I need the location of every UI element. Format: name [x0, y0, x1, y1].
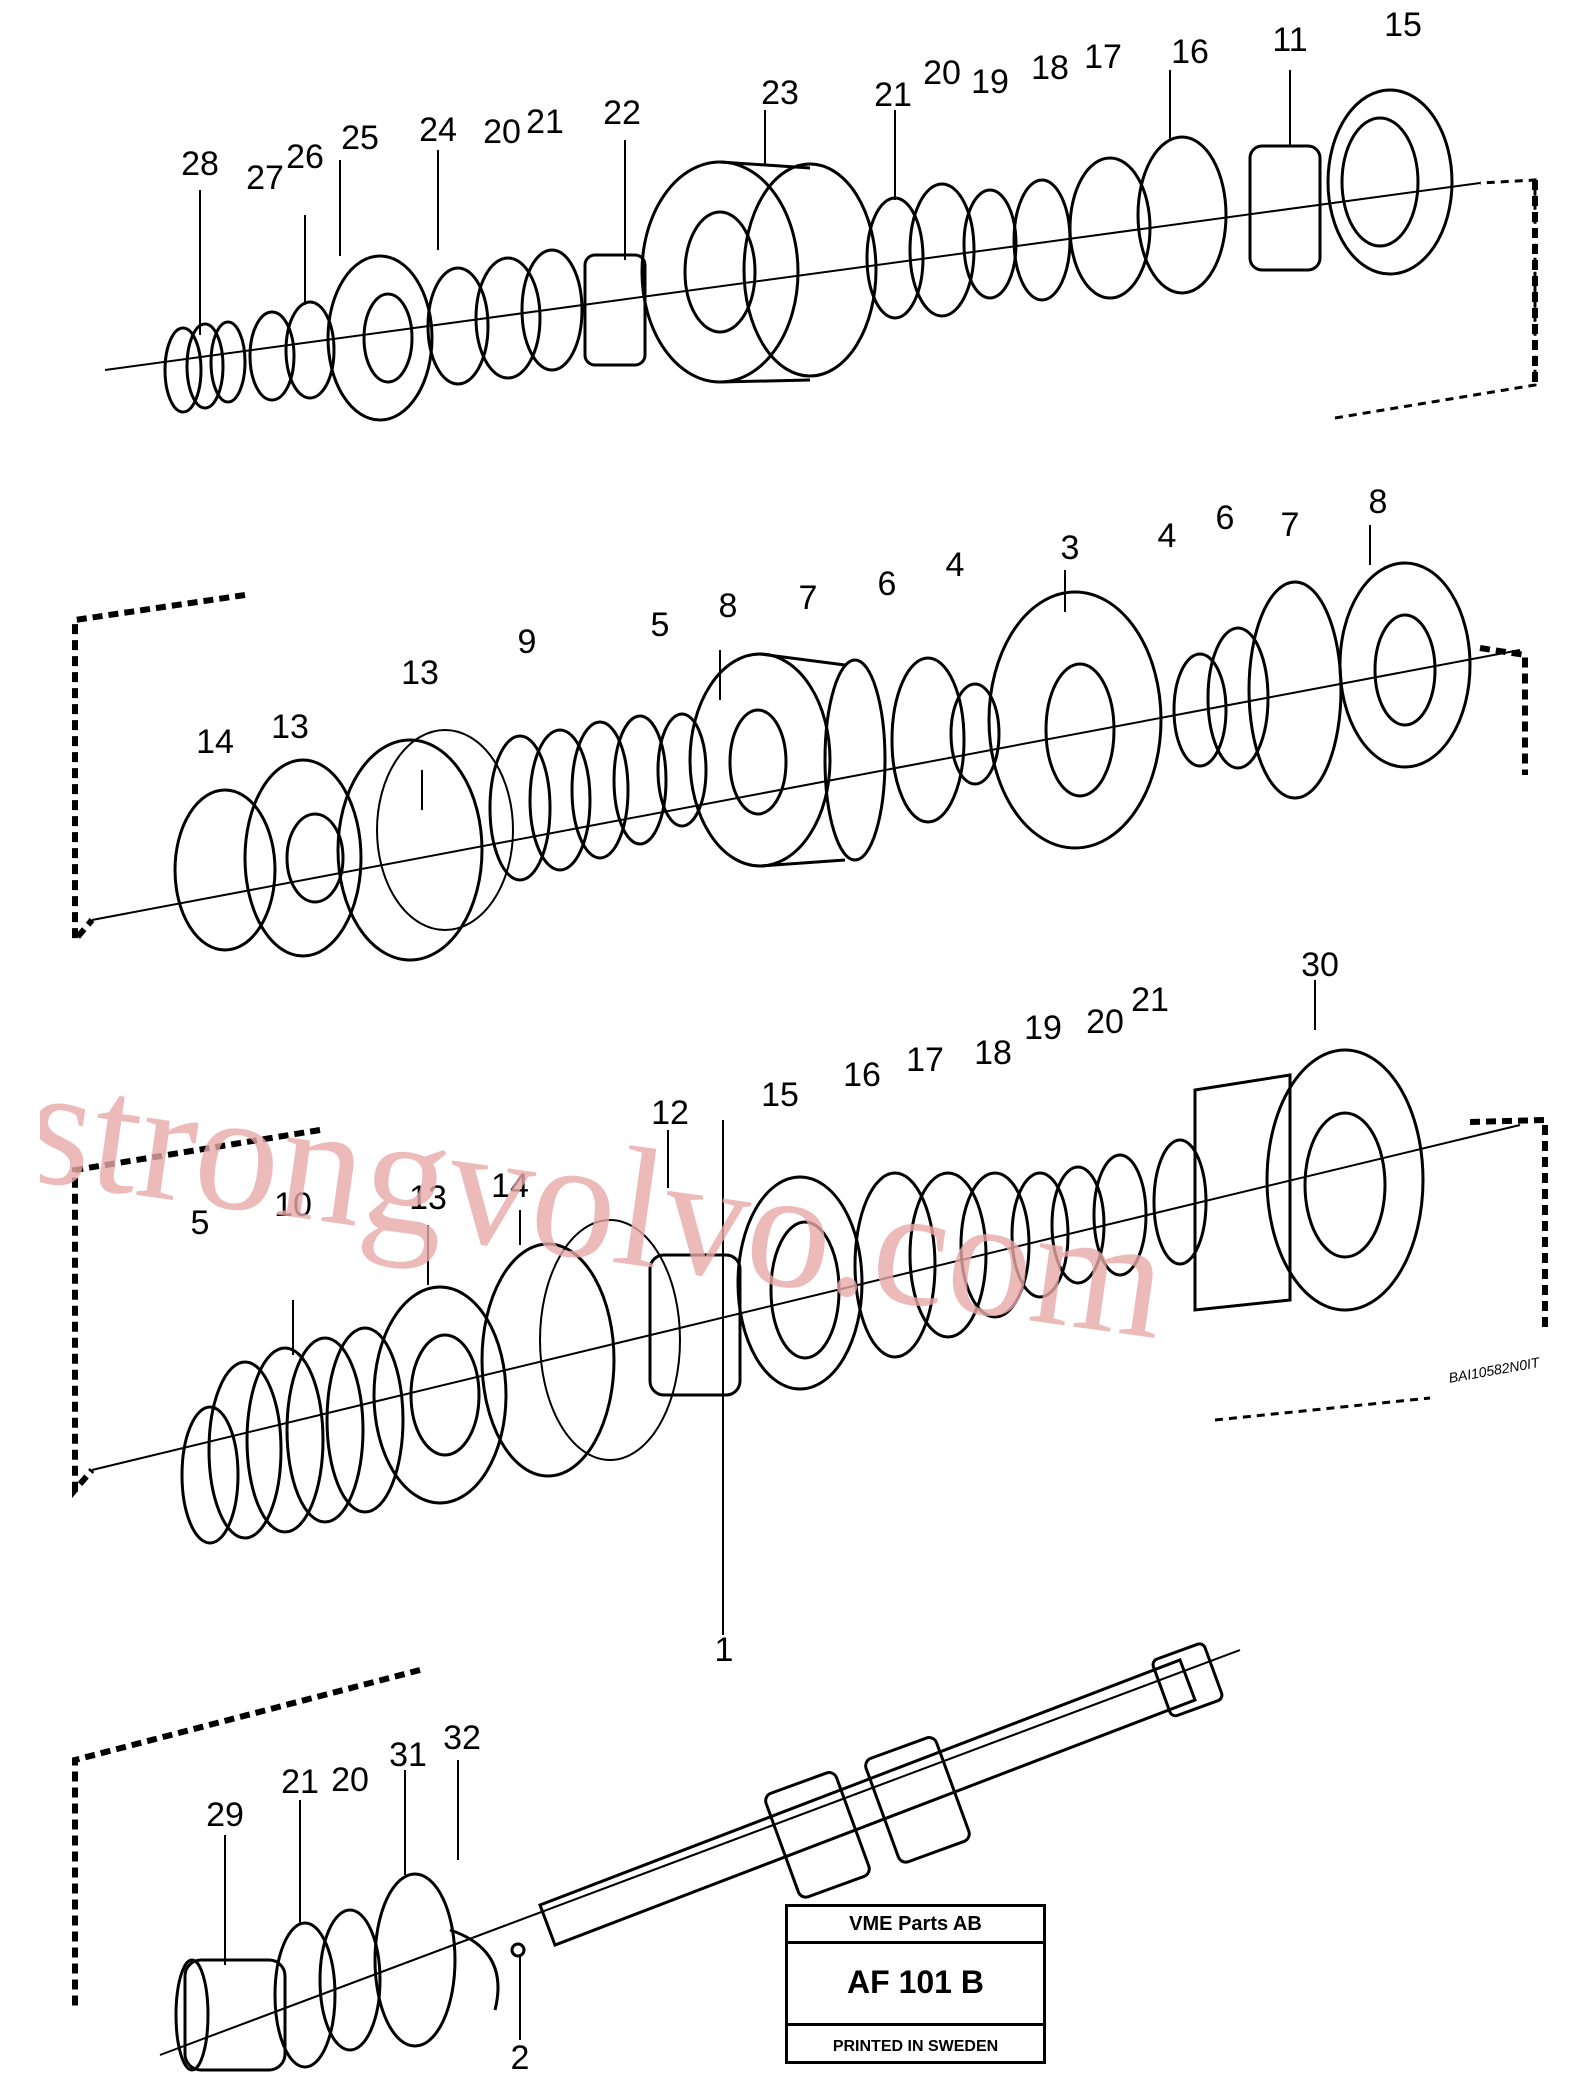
callout-row3-8: 18 [974, 1034, 1012, 1072]
callout-row4-3: 31 [389, 1736, 427, 1774]
callout-row3-0: 5 [190, 1204, 210, 1242]
title-block-company: VME Parts AB [788, 1907, 1043, 1944]
callout-row2-11: 6 [1215, 499, 1235, 537]
callout-row3-12: 30 [1301, 946, 1339, 984]
callout-row4-0: 29 [206, 1796, 244, 1834]
callout-row4-6: 2 [510, 2039, 530, 2077]
callout-row2-2: 13 [401, 654, 439, 692]
callout-row2-12: 7 [1280, 506, 1300, 544]
callout-row1-12: 18 [1031, 49, 1069, 87]
callout-row2-6: 7 [798, 579, 818, 617]
row2-assembly [72, 561, 1528, 962]
callout-row1-14: 16 [1171, 33, 1209, 71]
callout-row1-11: 19 [971, 63, 1009, 101]
callout-row2-9: 3 [1060, 529, 1080, 567]
callout-row3-6: 16 [843, 1056, 881, 1094]
callout-row1-13: 17 [1084, 38, 1122, 76]
callout-row1-6: 21 [526, 103, 564, 141]
callout-row4-4: 32 [443, 1719, 481, 1757]
callout-row1-2: 26 [286, 138, 324, 176]
callout-row1-4: 24 [419, 111, 457, 149]
callout-row2-5: 8 [718, 587, 738, 625]
callout-row3-4: 12 [651, 1094, 689, 1132]
callout-row2-8: 4 [945, 546, 965, 584]
callout-row1-5: 20 [483, 113, 521, 151]
callout-row1-9: 21 [874, 76, 912, 114]
callout-row1-16: 15 [1384, 6, 1422, 44]
callout-row3-1: 10 [274, 1186, 312, 1224]
title-block-printed: PRINTED IN SWEDEN [788, 2023, 1043, 2067]
callout-row2-10: 4 [1157, 517, 1177, 555]
callout-row3-2: 13 [409, 1179, 447, 1217]
callout-row3-5: 15 [761, 1076, 799, 1114]
callout-row1-1: 27 [246, 159, 284, 197]
callout-row3-9: 19 [1024, 1009, 1062, 1047]
callout-row1-0: 28 [181, 145, 219, 183]
row1-assembly [104, 88, 1538, 422]
callout-row1-10: 20 [923, 54, 961, 92]
callout-row2-3: 9 [517, 623, 537, 661]
callout-row2-0: 14 [196, 723, 234, 761]
callout-row1-15: 11 [1272, 21, 1308, 59]
callout-row1-7: 22 [603, 94, 641, 132]
callout-row4-1: 21 [281, 1763, 319, 1801]
row3-assembly [72, 1048, 1548, 1545]
callout-row2-4: 5 [650, 606, 670, 644]
callout-row2-13: 8 [1368, 483, 1388, 521]
callout-row2-1: 13 [271, 708, 309, 746]
callout-leaders [199, 70, 1371, 2040]
callout-row4-2: 20 [331, 1761, 369, 1799]
callout-row3-11: 21 [1131, 981, 1169, 1019]
callout-row3-7: 17 [906, 1041, 944, 1079]
title-block-code: AF 101 B [847, 1963, 984, 2000]
callout-row3-10: 20 [1086, 1003, 1124, 1041]
row4-assembly [72, 1642, 1241, 2072]
callout-row3-3: 14 [491, 1167, 529, 1205]
title-block: VME Parts AB AF 101 B PRINTED IN SWEDEN [785, 1904, 1046, 2064]
callout-row1-8: 23 [761, 74, 799, 112]
callout-row2-7: 6 [877, 565, 897, 603]
callout-row1-3: 25 [341, 119, 379, 157]
callout-row4-5: 1 [714, 1631, 734, 1669]
